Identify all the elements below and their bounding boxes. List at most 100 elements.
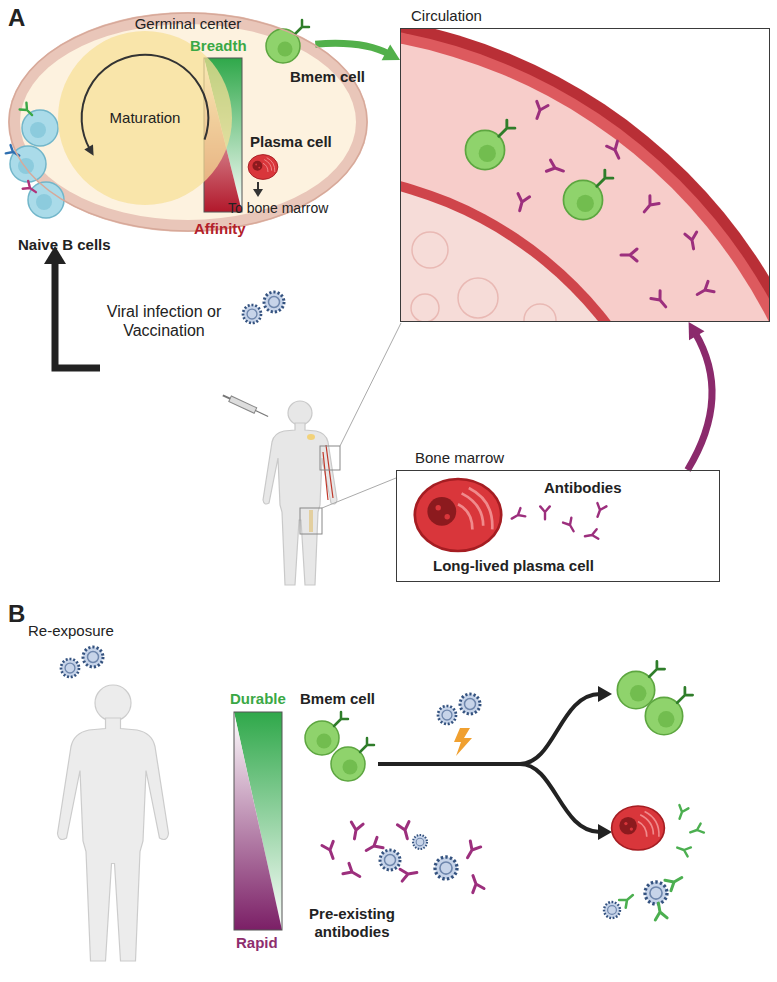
virus (243, 292, 284, 323)
split-arrow (598, 686, 612, 702)
region-heading: Germinal center (135, 15, 242, 33)
gradient-label: Durable (230, 690, 286, 708)
leader-line (320, 446, 340, 470)
naive-b-cell (6, 103, 64, 218)
trigger-label: Re-exposure (28, 622, 114, 640)
virus (61, 659, 79, 677)
durable-rapid-gradient (234, 712, 282, 930)
blood-vessel (401, 34, 769, 321)
arrowhead (382, 44, 400, 60)
long-lived-plasma-cell (415, 479, 501, 551)
memory-b-cell (645, 687, 692, 734)
panel-heading: Circulation (411, 7, 482, 25)
circulating-cells (546, 160, 565, 177)
plasma-cell (248, 155, 278, 197)
virus (438, 694, 480, 724)
syringe (223, 395, 230, 398)
human-figure (263, 401, 337, 585)
gradient-label: Rapid (236, 934, 278, 952)
split-arrow (598, 824, 612, 840)
antibody (509, 508, 525, 523)
plasma-cell (253, 189, 263, 197)
pre-existing-antibody (343, 863, 363, 881)
antibody (584, 529, 598, 541)
oval-outline (9, 13, 367, 231)
maturation-zone (58, 31, 232, 205)
arrow-connector (688, 322, 712, 470)
human-figure (323, 445, 333, 500)
plasma-cell (689, 824, 704, 837)
human-figure (309, 510, 313, 532)
plasma-cell (257, 182, 259, 190)
pre-existing-antibody (467, 873, 484, 892)
human-figure (58, 685, 169, 961)
germinal-center-ground (8, 12, 368, 232)
neutralized-virus (604, 872, 685, 920)
durable-rapid-gradient (234, 712, 282, 930)
circulating-cells (607, 141, 625, 161)
circulating-cells (465, 101, 714, 310)
human-figure (263, 401, 337, 585)
pre-existing-antibody (435, 857, 457, 879)
circulating-cells (685, 232, 700, 250)
pre-existing-antibody (322, 822, 484, 893)
long-lived-plasma-cell (415, 479, 501, 551)
circulating-cells (465, 120, 514, 169)
durable-rapid-gradient (234, 712, 282, 930)
virus (264, 292, 284, 312)
blood-vessel (401, 168, 692, 321)
naive-b-cell (28, 182, 64, 218)
gradient-label: Breadth (190, 37, 247, 55)
note-label: To bone marrow (228, 200, 328, 217)
leader-line (300, 508, 322, 534)
virus (460, 694, 480, 714)
cell-label: Bmem cell (290, 68, 365, 86)
antibody (540, 506, 550, 519)
durable-rapid-gradient (234, 712, 282, 930)
cell-label: Bmem cell (300, 690, 375, 708)
blood-vessel (401, 29, 769, 321)
cycle-arrow (82, 55, 209, 150)
cell-label: Naive B cells (18, 236, 111, 254)
syringe (222, 393, 270, 420)
bent-arrow (55, 262, 100, 368)
lightning (454, 728, 472, 756)
lightning (454, 728, 472, 756)
pre-existing-antibody (349, 822, 364, 840)
antibody (563, 518, 578, 534)
antibody-label: Pre-existing antibodies (296, 905, 408, 941)
plasma-cell (675, 805, 688, 820)
naive-b-cell (20, 103, 36, 119)
arrowhead (689, 322, 705, 340)
blood-vessel (401, 29, 769, 321)
germinal-center-ground (8, 12, 368, 232)
gradient-label: Affinity (194, 220, 246, 238)
antibody (509, 503, 606, 541)
circulating-cells (651, 291, 670, 311)
germinal-center-oval: Germinal centerMaturation (8, 12, 368, 232)
circulating-cells (531, 101, 548, 120)
maturation-circle: Maturation (57, 30, 233, 206)
bone-marrow-panel: Bone marrowAntibodiesLong-lived plasma c… (396, 470, 720, 582)
trigger-label: Viral infection or Vaccination (103, 302, 225, 340)
blood-vessel (458, 278, 498, 318)
neutralized-virus (619, 891, 636, 908)
leader-line (340, 323, 401, 446)
circulating-cells (694, 281, 714, 299)
circulating-cells (621, 249, 637, 261)
human-figure (307, 434, 315, 440)
naive-b-cell (22, 110, 58, 146)
syringe (255, 411, 268, 417)
pre-existing-antibody (400, 867, 418, 882)
neutralized-virus (645, 882, 667, 904)
plasma-cell (612, 805, 704, 856)
plasma-cell (612, 806, 665, 850)
virus (438, 706, 456, 724)
blood-vessel (412, 232, 448, 268)
panel-letter: B (8, 600, 25, 629)
leader-line (322, 478, 396, 508)
neutralized-virus (653, 902, 668, 920)
virus (83, 647, 103, 667)
human-figure (58, 685, 169, 961)
